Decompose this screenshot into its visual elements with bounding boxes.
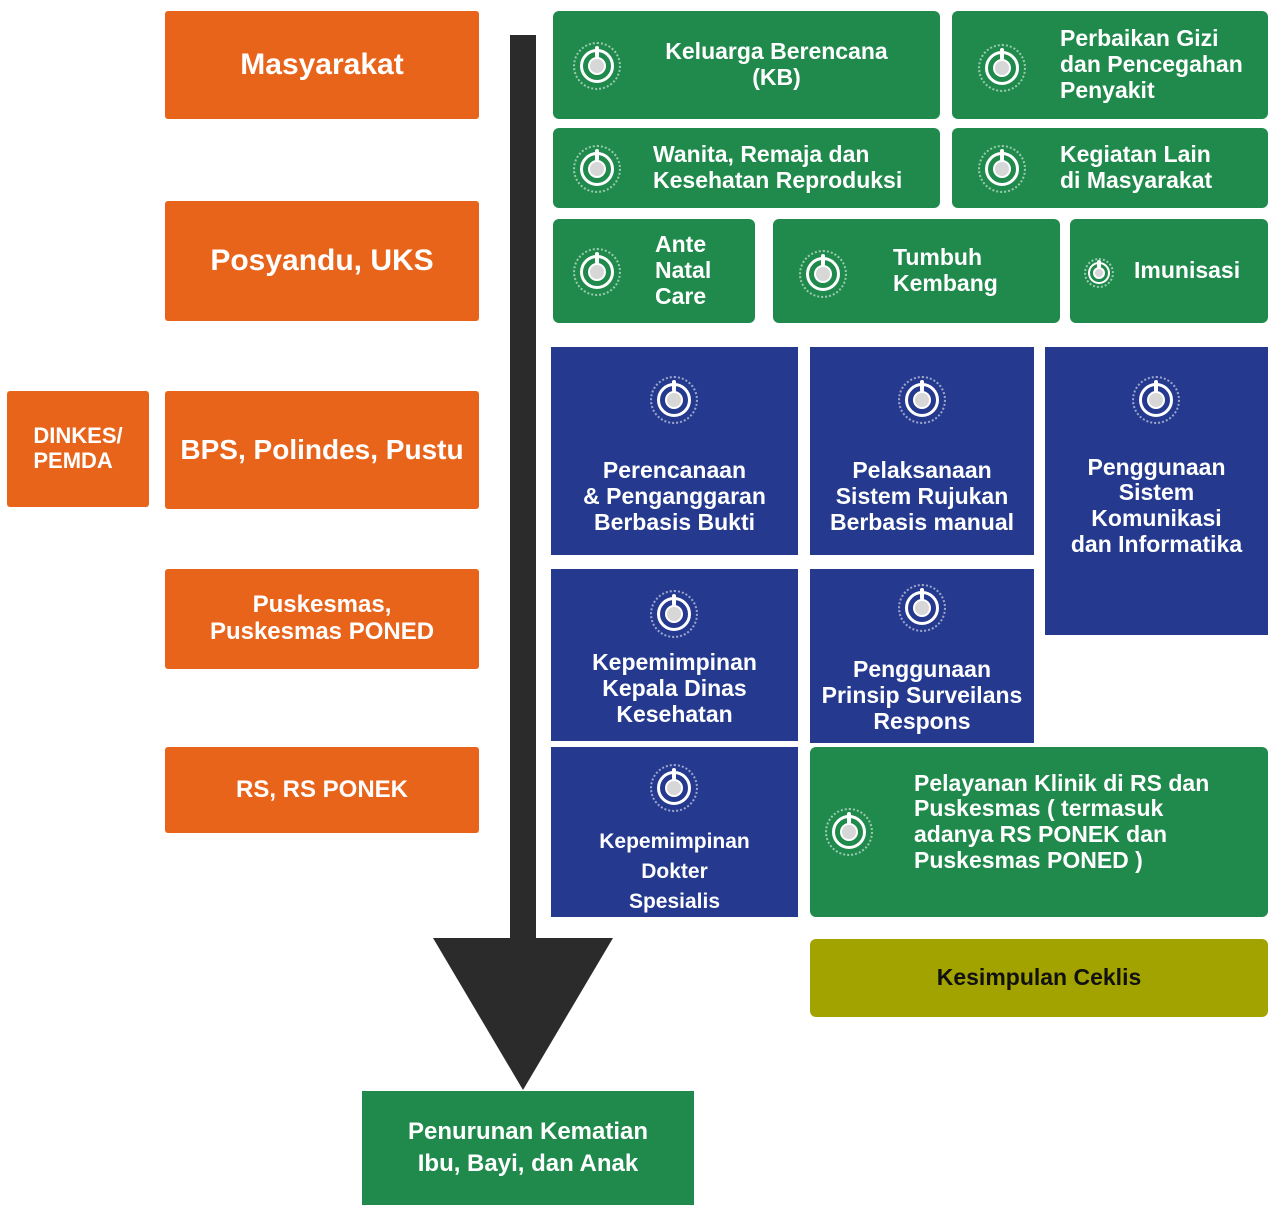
outcome-label: Penurunan Kematian Ibu, Bayi, dan Anak [407,1117,649,1177]
level-dinkes[interactable]: DINKES/ PEMDA [7,391,149,507]
program-tumbuh-label: Tumbuh Kembang [893,244,998,296]
program-anc[interactable]: Ante Natal Care [553,219,755,323]
program-klinik-label: Pelayanan Klinik di RS dan Puskesmas ( t… [914,769,1210,873]
icon-ring [978,44,1026,92]
program-komunikasi[interactable]: Penggunaan Sistem Komunikasi dan Informa… [1045,347,1268,635]
icon-ring [898,376,946,424]
program-imunisasi-label: Imunisasi [1134,257,1241,284]
power-icon [657,594,691,631]
power-icon [580,149,614,186]
program-surveilans-label: Penggunaan Prinsip Surveilans Respons [821,656,1023,734]
program-kepemimpinan-dokter-label: Kepemimpinan Dokter Spesialis [599,830,750,913]
icon-ring [978,145,1026,193]
icon-ring [825,808,873,856]
program-surveilans[interactable]: Penggunaan Prinsip Surveilans Respons [810,569,1034,743]
program-rujukan[interactable]: Pelaksanaan Sistem Rujukan Berbasis manu… [810,347,1034,555]
icon-ring [898,584,946,632]
program-anc-label: Ante Natal Care [655,231,712,309]
power-icon [832,812,866,849]
outcome-box[interactable]: Penurunan Kematian Ibu, Bayi, dan Anak [362,1091,694,1205]
power-icon [1139,380,1173,417]
program-gizi[interactable]: Perbaikan Gizi dan Pencegahan Penyakit [952,11,1268,119]
program-perencanaan-label: Perencanaan & Penganggaran Berbasis Bukt… [583,457,766,535]
program-rujukan-label: Pelaksanaan Sistem Rujukan Berbasis manu… [829,457,1015,535]
program-kepemimpinan-kadin-label: Kepemimpinan Kepala Dinas Kesehatan [592,649,757,727]
icon-ring [573,248,621,296]
level-dinkes-label: DINKES/ PEMDA [33,423,123,473]
level-puskesmas[interactable]: Puskesmas, Puskesmas PONED [165,569,479,669]
level-masyarakat-label: Masyarakat [240,48,404,82]
power-icon [657,768,691,805]
power-icon [580,252,614,289]
power-icon [657,380,691,417]
power-icon [580,46,614,83]
program-tumbuh[interactable]: Tumbuh Kembang [773,219,1060,323]
program-gizi-label: Perbaikan Gizi dan Pencegahan Penyakit [1060,25,1243,103]
program-kegiatan-label: Kegiatan Lain di Masyarakat [1060,141,1213,193]
level-posyandu-label: Posyandu, UKS [210,244,434,278]
program-wanita[interactable]: Wanita, Remaja dan Kesehatan Reproduksi [553,128,940,208]
program-komunikasi-label: Penggunaan Sistem Komunikasi dan Informa… [1070,453,1243,557]
power-icon [905,588,939,625]
icon-ring [1132,376,1180,424]
power-icon [905,380,939,417]
icon-ring [573,42,621,90]
program-wanita-label: Wanita, Remaja dan Kesehatan Reproduksi [653,141,903,193]
program-klinik[interactable]: Pelayanan Klinik di RS dan Puskesmas ( t… [810,747,1268,917]
program-kepemimpinan-kadin[interactable]: Kepemimpinan Kepala Dinas Kesehatan [551,569,798,741]
power-icon [985,48,1019,85]
icon-ring [650,376,698,424]
icon-ring [650,764,698,812]
icon-ring [650,590,698,638]
level-rs-label: RS, RS PONEK [235,775,409,803]
level-posyandu[interactable]: Posyandu, UKS [165,201,479,321]
level-puskesmas-label: Puskesmas, Puskesmas PONED [209,591,435,645]
level-bps-label: BPS, Polindes, Pustu [180,434,464,466]
icon-ring [1084,258,1114,288]
icon-ring [799,250,847,298]
program-kegiatan[interactable]: Kegiatan Lain di Masyarakat [952,128,1268,208]
power-icon [1088,260,1110,284]
program-kb[interactable]: Keluarga Berencana (KB) [553,11,940,119]
level-rs[interactable]: RS, RS PONEK [165,747,479,833]
arrow-shaft [510,35,536,940]
program-kepemimpinan-dokter[interactable]: Kepemimpinan Dokter Spesialis [551,747,798,917]
power-icon [985,149,1019,186]
conclusion-box[interactable]: Kesimpulan Ceklis [810,939,1268,1017]
arrow-head [433,938,613,1090]
conclusion-label: Kesimpulan Ceklis [936,964,1142,991]
icon-ring [573,145,621,193]
program-imunisasi[interactable]: Imunisasi [1070,219,1268,323]
level-bps[interactable]: BPS, Polindes, Pustu [165,391,479,509]
power-icon [806,254,840,291]
program-kb-label: Keluarga Berencana (KB) [665,38,888,90]
program-perencanaan[interactable]: Perencanaan & Penganggaran Berbasis Bukt… [551,347,798,555]
level-masyarakat[interactable]: Masyarakat [165,11,479,119]
